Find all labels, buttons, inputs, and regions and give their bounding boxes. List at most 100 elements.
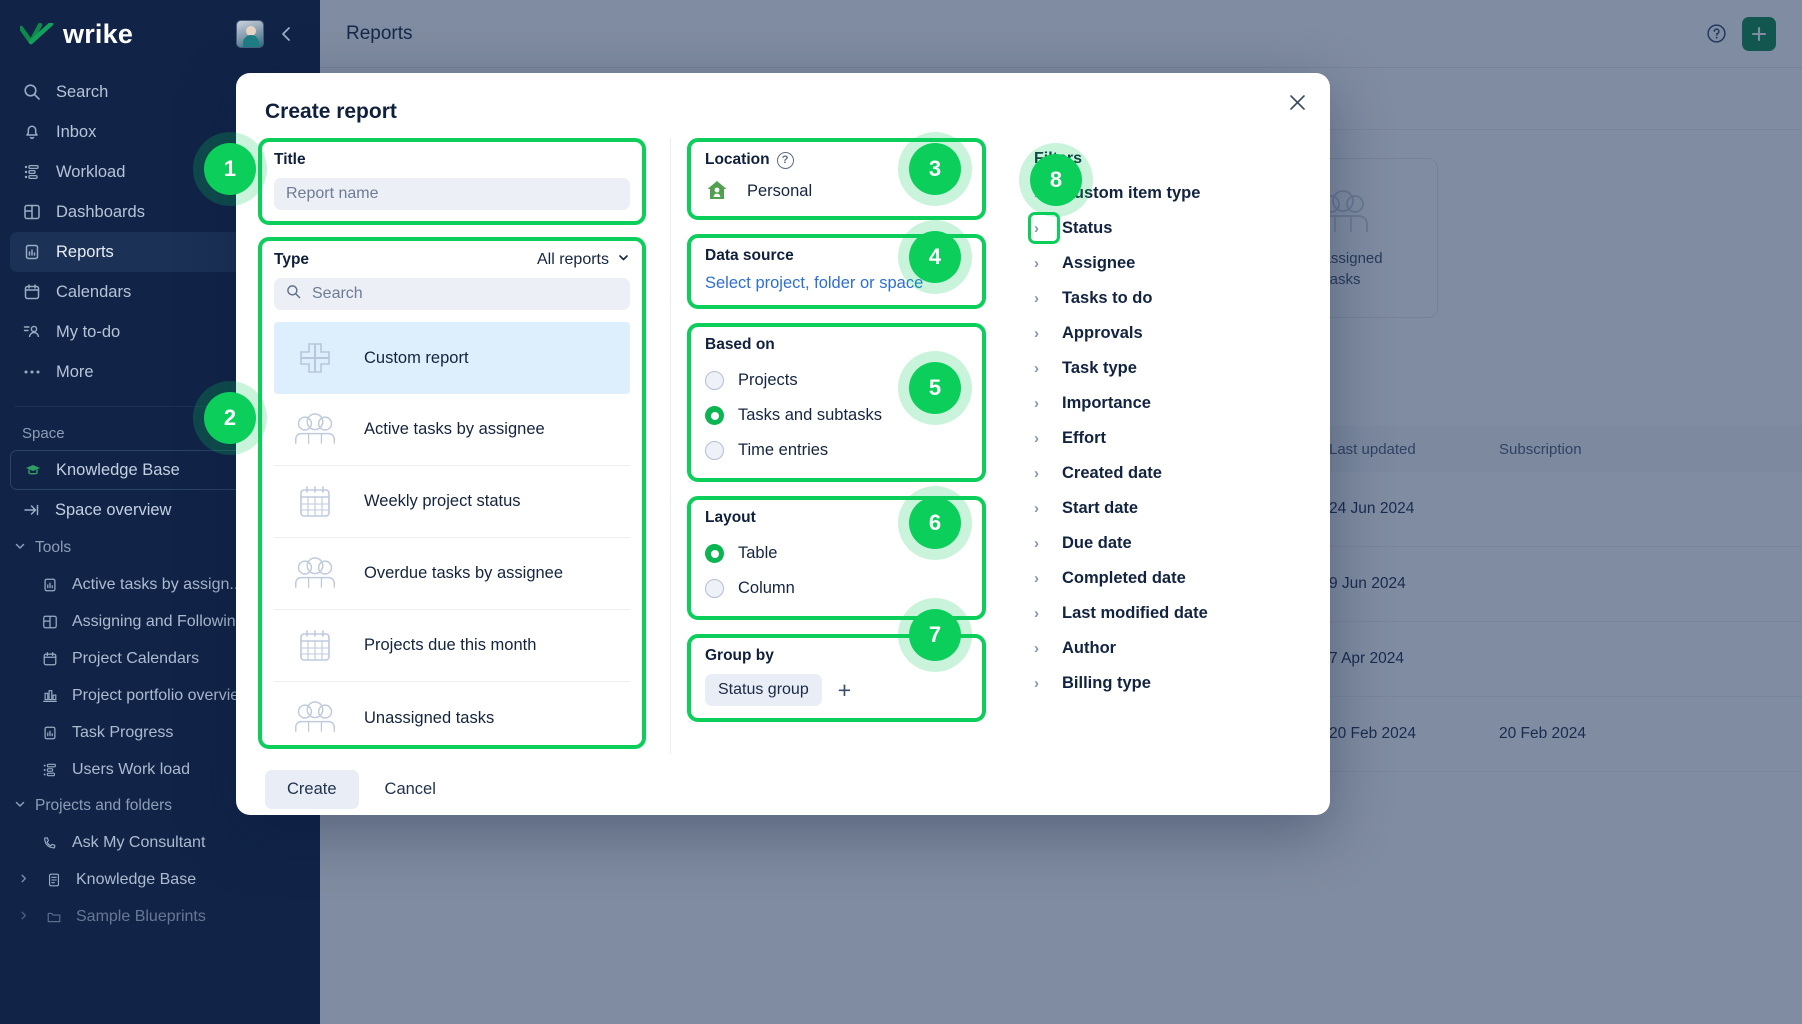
add-group-by-icon[interactable]: + xyxy=(837,676,852,703)
collapse-sidebar-icon[interactable] xyxy=(274,21,300,47)
create-button[interactable]: Create xyxy=(265,770,359,809)
tool-item-project-calendars[interactable]: Project Calendars xyxy=(0,640,320,677)
filter-label: Custom item type xyxy=(1062,184,1201,202)
filter-item-author[interactable]: › Author xyxy=(1020,631,1290,666)
projects-group-header[interactable]: Projects and folders xyxy=(0,788,320,824)
sidebar-label: Search xyxy=(56,82,109,101)
group-by-chip-status-group[interactable]: Status group xyxy=(705,674,822,706)
filter-item-created-date[interactable]: › Created date xyxy=(1020,456,1290,491)
type-option-active-tasks-by-assignee[interactable]: Active tasks by assignee xyxy=(274,394,630,466)
sidebar-item-workload[interactable]: Workload xyxy=(10,152,310,192)
sidebar-item-more[interactable]: More xyxy=(10,352,310,392)
type-option-custom-report[interactable]: Custom report xyxy=(274,322,630,394)
based-on-option-label: Projects xyxy=(738,371,798,389)
question-circle-icon[interactable]: ? xyxy=(776,151,794,169)
wrike-logo[interactable]: wrike xyxy=(20,19,133,50)
type-group: Type All reports Search xyxy=(258,237,646,749)
filter-item-tasks-to-do[interactable]: › Tasks to do xyxy=(1020,281,1290,316)
cancel-button[interactable]: Cancel xyxy=(384,780,436,798)
type-option-overdue-tasks-by-assignee[interactable]: Overdue tasks by assignee xyxy=(274,538,630,610)
annotation-badge-1: 1 xyxy=(204,143,256,195)
sidebar-label: Dashboards xyxy=(56,202,145,221)
tool-item-project-portfolio[interactable]: Project portfolio overview xyxy=(0,677,320,714)
type-header: Type All reports xyxy=(274,251,630,269)
space-overview-icon xyxy=(22,500,42,520)
filter-item-approvals[interactable]: › Approvals xyxy=(1020,316,1290,351)
phone-icon xyxy=(40,833,60,853)
project-item-ask-my-consultant[interactable]: Ask My Consultant xyxy=(0,824,320,861)
based-on-option-projects[interactable]: Projects xyxy=(705,363,968,398)
filter-item-status[interactable]: › Status xyxy=(1020,211,1290,246)
plus-square-icon xyxy=(292,336,338,380)
chevron-right-icon[interactable] xyxy=(18,871,32,889)
sidebar-item-my-to-do[interactable]: My to-do xyxy=(10,312,310,352)
type-search-input[interactable]: Search xyxy=(274,278,630,310)
tools-group-header[interactable]: Tools xyxy=(0,530,320,566)
based-on-group: Based on Projects Tasks and subtasks Tim… xyxy=(687,323,986,482)
type-option-weekly-project-status[interactable]: Weekly project status xyxy=(274,466,630,538)
annotation-badge-4: 4 xyxy=(909,231,961,283)
sidebar-label: Reports xyxy=(56,242,114,261)
filter-item-task-type[interactable]: › Task type xyxy=(1020,351,1290,386)
type-search-placeholder: Search xyxy=(312,285,363,302)
dashboard-icon xyxy=(40,612,60,632)
sidebar-label: My to-do xyxy=(56,322,121,341)
filters-column: Filters › Custom item type › Status › As… xyxy=(1000,138,1300,754)
sidebar-item-dashboards[interactable]: Dashboards xyxy=(10,192,310,232)
tool-item-assigning-following[interactable]: Assigning and Following xyxy=(0,603,320,640)
filter-item-assignee[interactable]: › Assignee xyxy=(1020,246,1290,281)
layout-option-column[interactable]: Column xyxy=(705,571,968,606)
group-by-group: Group by Status group + xyxy=(687,634,986,722)
filter-item-billing-type[interactable]: › Billing type xyxy=(1020,666,1290,701)
filter-item-effort[interactable]: › Effort xyxy=(1020,421,1290,456)
sidebar-item-inbox[interactable]: Inbox xyxy=(10,112,310,152)
type-option-label: Custom report xyxy=(364,348,469,367)
layout-group: Layout Table Column xyxy=(687,496,986,620)
report-icon xyxy=(22,242,42,262)
chevron-right-icon: › xyxy=(1034,220,1039,237)
sidebar-item-search[interactable]: Search xyxy=(10,72,310,112)
filter-label: Billing type xyxy=(1062,674,1151,692)
data-source-link[interactable]: Select project, folder or space xyxy=(705,274,924,292)
chevron-right-icon: › xyxy=(1034,360,1039,377)
filter-label: Status xyxy=(1062,219,1113,237)
based-on-option-label: Tasks and subtasks xyxy=(738,406,882,424)
chevron-right-icon: › xyxy=(1034,500,1039,517)
folder-icon xyxy=(44,907,64,927)
project-item-sample-blueprints[interactable]: Sample Blueprints xyxy=(0,898,320,935)
tool-item-users-work-load[interactable]: Users Work load xyxy=(0,751,320,788)
workload-icon xyxy=(40,760,60,780)
tool-item-active-tasks[interactable]: Active tasks by assign... xyxy=(0,566,320,603)
sidebar-label: Calendars xyxy=(56,282,132,301)
type-filter-select[interactable]: All reports xyxy=(537,251,630,269)
based-on-option-time-entries[interactable]: Time entries xyxy=(705,433,968,468)
type-option-unassigned-tasks[interactable]: Unassigned tasks xyxy=(274,682,630,745)
based-on-option-tasks-and-subtasks[interactable]: Tasks and subtasks xyxy=(705,398,968,433)
filter-item-completed-date[interactable]: › Completed date xyxy=(1020,561,1290,596)
close-icon[interactable] xyxy=(1282,87,1312,117)
filter-item-due-date[interactable]: › Due date xyxy=(1020,526,1290,561)
sidebar-item-space-overview[interactable]: Space overview xyxy=(10,490,310,530)
filter-item-last-modified-date[interactable]: › Last modified date xyxy=(1020,596,1290,631)
annotation-badge-7: 7 xyxy=(909,609,961,661)
layout-option-table[interactable]: Table xyxy=(705,536,968,571)
avatar[interactable] xyxy=(236,20,264,48)
chevron-down-icon xyxy=(14,797,26,815)
sidebar-item-calendars[interactable]: Calendars xyxy=(10,272,310,312)
project-item-knowledge-base[interactable]: Knowledge Base xyxy=(0,861,320,898)
group-by-chip-row: Status group + xyxy=(705,674,968,706)
location-value-row[interactable]: Personal xyxy=(705,178,968,204)
type-option-projects-due-this-month[interactable]: Projects due this month xyxy=(274,610,630,682)
radio-selected-icon xyxy=(705,544,724,563)
filter-item-importance[interactable]: › Importance xyxy=(1020,386,1290,421)
tool-item-task-progress[interactable]: Task Progress xyxy=(0,714,320,751)
workload-icon xyxy=(22,162,42,182)
layout-label: Layout xyxy=(705,509,756,526)
middle-column: Location ? Personal Data source Select p… xyxy=(670,138,1000,754)
chevron-right-icon: › xyxy=(1034,605,1039,622)
filter-item-start-date[interactable]: › Start date xyxy=(1020,491,1290,526)
tool-label: Task Progress xyxy=(72,723,174,741)
title-input[interactable]: Report name xyxy=(274,178,630,210)
chevron-right-icon[interactable] xyxy=(18,908,32,926)
space-section-label: Space xyxy=(22,425,65,442)
